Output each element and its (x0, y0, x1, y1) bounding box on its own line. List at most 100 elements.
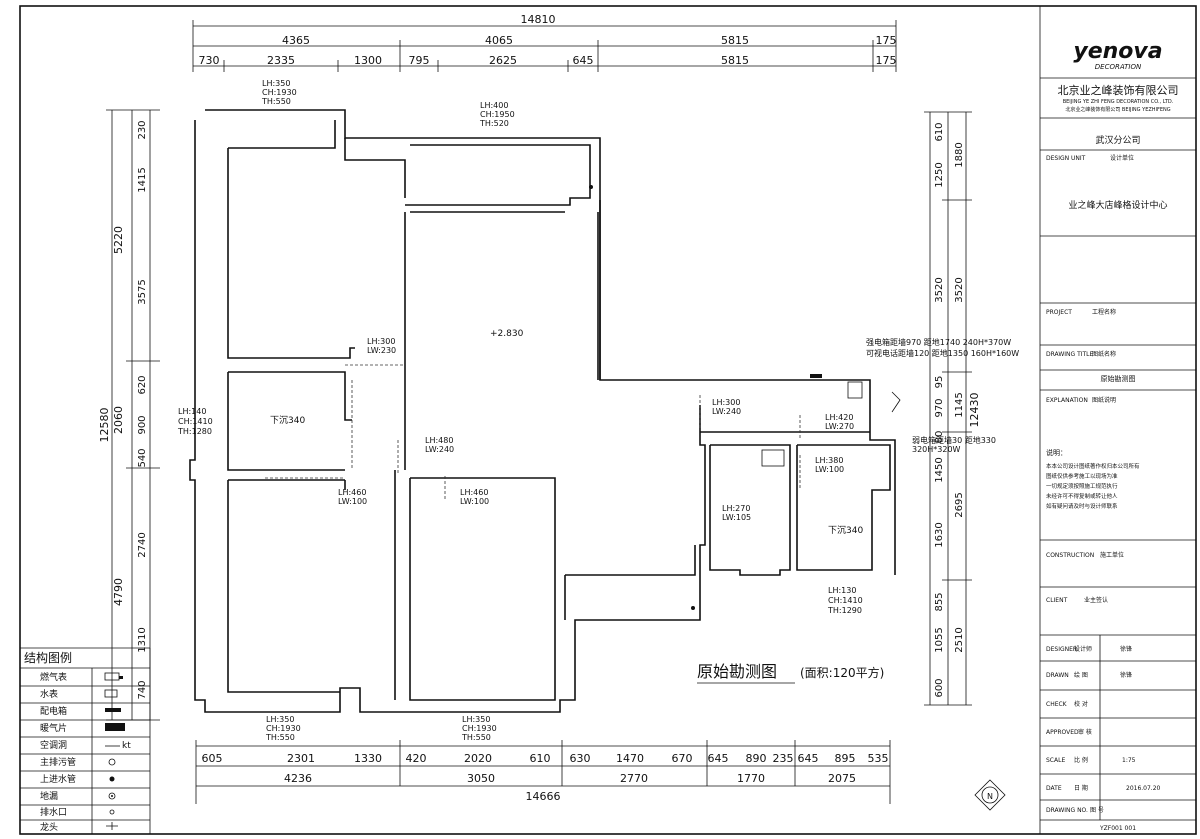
title-row: DRAWN 绘 图 徐锋 (1046, 671, 1132, 679)
sunken-label-1: 下沉340 (270, 415, 305, 426)
notes-title: 说明： (1046, 448, 1067, 457)
dim-bot-sub-11: 890 (746, 752, 767, 765)
row-label: DESIGNER (1046, 646, 1077, 653)
window-1-ch: CH:1930 (262, 88, 297, 97)
dim-left-seg-3: 4790 (112, 578, 125, 606)
dim-bot-sub-5: 2020 (464, 752, 492, 765)
dim-right-seg-2: 3520 (954, 277, 965, 302)
title-row: SCALE 比 例 1:75 (1046, 756, 1136, 764)
window-4-ch: CH:1930 (266, 724, 301, 733)
row-value: 2016.07.20 (1126, 785, 1161, 792)
explanation-cn: 图纸说明 (1092, 396, 1116, 404)
dim-bot-sub-6: 610 (530, 752, 551, 765)
dim-top-sub-2: 2335 (267, 54, 295, 67)
pipe-icon (589, 185, 593, 189)
drawing-title-cn: 图纸名称 (1092, 350, 1116, 358)
beam-8-lh: LH:270 (722, 504, 750, 513)
dim-left-sub-1: 230 (137, 120, 148, 139)
dim-top-total: 14810 (521, 13, 556, 26)
legend-item-label: 排水口 (40, 806, 67, 818)
dim-right-seg-3: 1145 (954, 392, 965, 417)
footer-code: YZF001 001 (1099, 825, 1136, 832)
dim-left-sub-7: 2740 (137, 532, 148, 557)
ac-hole-label: kt (122, 741, 131, 751)
water-meter-icon (104, 689, 118, 698)
drawing-title-block: 原始勘测图 (面积:120平方) (697, 662, 884, 684)
company-logo: yenova (1073, 39, 1162, 64)
electric-note-4: 320H*320W (912, 445, 961, 454)
dim-top-sub-8: 175 (876, 54, 897, 67)
right-dimensions: 610 1250 3520 95 970 80 1450 1630 855 10… (924, 111, 981, 706)
row-label-cn: 校 对 (1074, 700, 1088, 708)
row-value: 1:75 (1122, 757, 1136, 764)
project-label: PROJECT (1046, 309, 1072, 316)
legend-row: 龙头 (40, 821, 118, 833)
beam-8-lw: LW:105 (722, 513, 751, 522)
dim-right-seg-5: 2510 (954, 627, 965, 652)
company-logo-sub: DECORATION (1095, 63, 1142, 71)
dim-left-sub-9: 740 (137, 680, 148, 699)
dim-top-sub-7: 5815 (721, 54, 749, 67)
legend-item-label: 地漏 (40, 790, 58, 802)
dim-bot-seg-3: 2770 (620, 772, 648, 785)
client-cn: 业主签认 (1084, 596, 1108, 604)
sheet-border (19, 5, 1197, 835)
beam-1-lw: LW:230 (367, 346, 396, 355)
beam-2-lh: LH:480 (425, 436, 453, 445)
legend-row: 暖气片 (40, 722, 125, 734)
electric-box-icon (810, 374, 822, 378)
dim-bot-sub-3: 1330 (354, 752, 382, 765)
row-label-cn: 图 号 (1090, 807, 1104, 814)
dim-left-sub-6: 540 (137, 448, 148, 467)
note-line-4: 未经许可不得复制或转让他人 (1046, 492, 1118, 500)
dim-bot-sub-7: 630 (570, 752, 591, 765)
row-label: CHECK (1046, 701, 1068, 708)
dim-bot-sub-13: 645 (798, 752, 819, 765)
dim-left-sub-8: 1310 (137, 627, 148, 652)
title-row: CHECK 校 对 (1046, 700, 1088, 708)
beam-7-lw: LW:100 (815, 465, 844, 474)
row-label-cn: 绘 图 (1074, 671, 1088, 679)
dim-bot-seg-2: 3050 (467, 772, 495, 785)
row-value: 徐锋 (1120, 671, 1132, 679)
title-block: yenova DECORATION 北京业之峰装饰有限公司 BEIJING YE… (1039, 6, 1196, 834)
dim-top-seg-1: 4365 (282, 34, 310, 47)
dim-left-sub-3: 3575 (137, 279, 148, 304)
dim-bot-sub-4: 420 (406, 752, 427, 765)
row-label-cn: 日 期 (1074, 784, 1088, 792)
design-unit-cn: 设计单位 (1110, 154, 1134, 162)
dim-bot-sub-12: 235 (773, 752, 794, 765)
beam-5-lh: LH:300 (712, 398, 740, 407)
legend-row: 水表 (40, 688, 118, 700)
legend-row: 地漏 (40, 790, 116, 802)
window-2-ch: CH:1950 (480, 110, 515, 119)
legend-row: 上进水管 (40, 773, 115, 785)
dim-top-seg-3: 5815 (721, 34, 749, 47)
legend-row: 排水口 (40, 806, 115, 818)
legend-title: 结构图例 (24, 650, 72, 665)
legend-item-label: 上进水管 (40, 773, 76, 785)
title-row: DATE 日 期 2016.07.20 (1046, 784, 1161, 792)
note-line-1: 本本公司设计图纸著作权归本公司所有 (1046, 462, 1140, 470)
drain-pipe-icon (108, 758, 116, 766)
beam-4-lw: LW:100 (460, 497, 489, 506)
dim-bot-seg-1: 4236 (284, 772, 312, 785)
floor-drain-icon (108, 792, 116, 800)
window-2-th: TH:520 (479, 119, 509, 128)
design-unit-label: DESIGN UNIT (1046, 155, 1086, 162)
window-1-lh: LH:350 (262, 79, 290, 88)
dim-top-sub-5: 2625 (489, 54, 517, 67)
row-label-cn: 比 例 (1074, 756, 1088, 764)
faucet-icon (106, 822, 118, 830)
walls (189, 109, 896, 713)
top-dimensions: 14810 4365 4065 5815 175 730 2335 1300 7… (192, 13, 897, 72)
dim-bot-sub-10: 645 (708, 752, 729, 765)
dim-right-seg-1: 1880 (954, 142, 965, 167)
dim-bot-seg-4: 1770 (737, 772, 765, 785)
window-2-lh: LH:400 (480, 101, 508, 110)
dim-top-sub-1: 730 (199, 54, 220, 67)
client-label: CLIENT (1046, 597, 1068, 604)
construction-cn: 施工单位 (1100, 551, 1124, 559)
legend-item-label: 空调洞 (40, 739, 67, 751)
beam-3-lh: LH:460 (338, 488, 366, 497)
